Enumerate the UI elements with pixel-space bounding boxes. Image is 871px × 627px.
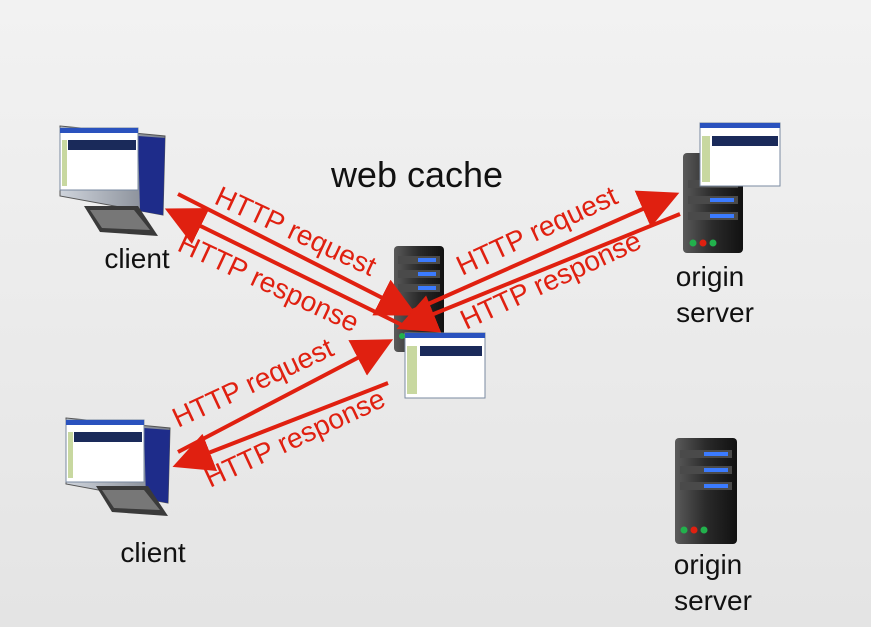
- keyboard-icon: [96, 486, 168, 516]
- client-top-label: client: [104, 243, 170, 274]
- keyboard-icon: [84, 206, 158, 236]
- origin-server-bottom-label-line1: origin: [673, 549, 743, 580]
- arrows: [164, 190, 681, 472]
- origin-server-top-label-line2: server: [676, 297, 754, 328]
- origin-server-bottom: [675, 438, 737, 544]
- client-top-computer: [59, 125, 166, 236]
- origin-server-bottom-label-line2: server: [674, 585, 752, 616]
- arrow-response-origin-to-cache: [396, 212, 681, 333]
- browser-window-icon: [59, 127, 139, 191]
- browser-window-icon: [65, 419, 145, 483]
- web-cache-title: web cache: [330, 154, 504, 195]
- client-bottom-computer: [65, 417, 171, 516]
- browser-window-icon: [399, 332, 486, 399]
- client-bottom-label: client: [120, 537, 186, 568]
- browser-window-icon: [699, 122, 781, 187]
- arrow-response-cache-to-client-bottom: [172, 381, 389, 472]
- origin-server-top-label-line1: origin: [675, 261, 745, 292]
- arrow-request-cache-to-origin: [409, 190, 680, 314]
- arrow-response-cache-to-client-top: [164, 208, 405, 328]
- origin-server-top: [683, 122, 781, 253]
- server-tower-icon: [675, 438, 737, 544]
- arrow-request-client-top-to-cache: [177, 192, 418, 316]
